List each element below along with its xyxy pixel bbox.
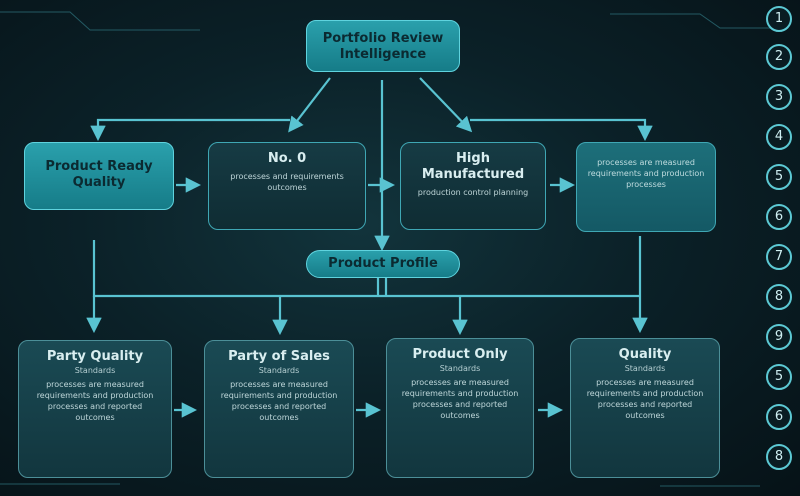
row2-node-1[interactable]: Party Quality Standards processes are me… (18, 340, 172, 478)
top-node-subtitle: Intelligence (339, 47, 427, 62)
row2-node-2[interactable]: Party of Sales Standards processes are m… (204, 340, 354, 478)
row1-node-4-body: processes are measured requirements and … (587, 158, 705, 189)
side-badge-8[interactable]: 8 (766, 284, 792, 310)
row2-node-3[interactable]: Product Only Standards processes are mea… (386, 338, 534, 478)
row2-node-3-subtitle: Standards (439, 364, 481, 373)
row2-node-2-subtitle: Standards (258, 366, 300, 375)
side-badge-3[interactable]: 3 (766, 84, 792, 110)
side-badge-1[interactable]: 1 (766, 6, 792, 32)
side-badge-6[interactable]: 6 (766, 204, 792, 230)
row2-node-4-body: processes are measured requirements and … (586, 378, 704, 420)
row1-node-1-title: Product Ready (45, 159, 153, 174)
row1-node-2-title: No. 0 (267, 151, 307, 166)
top-node-title: Portfolio Review (322, 31, 444, 46)
wire-top-left-branch (90, 118, 290, 142)
row2-node-2-body: processes are measured requirements and … (220, 380, 338, 422)
row2-node-4-title: Quality (618, 347, 672, 362)
side-badge-5[interactable]: 5 (766, 164, 792, 190)
row1-node-4[interactable]: processes are measured requirements and … (576, 142, 716, 232)
wire-top-to-right (419, 77, 473, 133)
row1-node-1[interactable]: Product Ready Quality (24, 142, 174, 210)
row1-node-3[interactable]: High Manufactured production control pla… (400, 142, 546, 230)
side-badge-9[interactable]: 9 (766, 324, 792, 350)
row1-node-2[interactable]: No. 0 processes and requirements outcome… (208, 142, 366, 230)
top-node[interactable]: Portfolio Review Intelligence (306, 20, 460, 72)
row2-node-1-subtitle: Standards (74, 366, 116, 375)
wire-middle-down (376, 278, 388, 296)
side-badge-12[interactable]: 8 (766, 444, 792, 470)
side-badge-4[interactable]: 4 (766, 124, 792, 150)
side-badge-2[interactable]: 2 (766, 44, 792, 70)
middle-node-title: Product Profile (328, 256, 438, 271)
row1-node-2-body: processes and requirements outcomes (230, 172, 344, 192)
row2-node-3-body: processes are measured requirements and … (401, 378, 519, 420)
row1-node-3-title: High Manufactured (421, 151, 525, 182)
row2-node-1-body: processes are measured requirements and … (36, 380, 154, 422)
wire-top-right-branch (470, 118, 653, 142)
row2-node-1-title: Party Quality (46, 349, 144, 364)
row1-node-3-body: production control planning (417, 188, 529, 197)
row2-node-2-title: Party of Sales (228, 349, 330, 364)
row2-node-4[interactable]: Quality Standards processes are measured… (570, 338, 720, 478)
middle-node[interactable]: Product Profile (306, 250, 460, 278)
side-badge-7[interactable]: 7 (766, 244, 792, 270)
wire-top-to-left (288, 77, 331, 133)
row2-node-3-title: Product Only (412, 347, 508, 362)
row2-node-4-subtitle: Standards (624, 364, 666, 373)
row1-node-1-subtitle: Quality (72, 175, 126, 190)
side-badge-11[interactable]: 6 (766, 404, 792, 430)
side-badge-10[interactable]: 5 (766, 364, 792, 390)
